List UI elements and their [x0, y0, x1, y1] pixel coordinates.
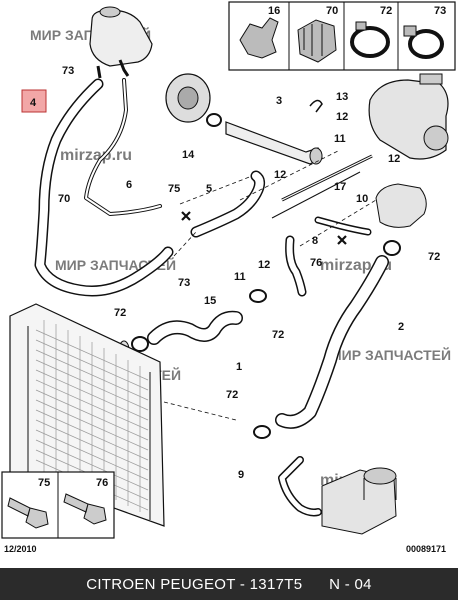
callout-72d: 72	[226, 389, 238, 401]
inset-label-70: 70	[326, 5, 338, 17]
footer-page: N - 04	[329, 575, 372, 593]
callout-12a: 12	[336, 111, 348, 123]
clamp-73-shape	[408, 29, 444, 59]
ref-code: 00089171	[406, 544, 446, 554]
clip-70-shape	[297, 19, 337, 63]
callout-10: 10	[356, 193, 368, 205]
bolt-inset-panel: 75 76	[1, 471, 115, 539]
watermark-brand-4: МИР ЗАПЧАСТЕЙ	[330, 346, 451, 363]
callout-72c: 72	[272, 329, 284, 341]
callout-75: 75	[168, 183, 180, 195]
callout-11b: 11	[234, 271, 246, 283]
callout-76: 76	[310, 257, 322, 269]
clip-16-shape	[239, 17, 279, 59]
pipe-3	[225, 121, 323, 165]
callout-5: 5	[206, 183, 212, 195]
callout-6: 6	[126, 179, 132, 191]
inset-label-72: 72	[380, 5, 392, 17]
callout-17: 17	[334, 181, 346, 193]
clip-inset-panel: 16 70 72 73	[228, 1, 456, 71]
bolt-label-75: 75	[38, 477, 50, 489]
bolt-label-76: 76	[96, 477, 108, 489]
expansion-tank	[89, 6, 153, 79]
callout-12b: 12	[388, 153, 400, 165]
callout-70: 70	[58, 193, 70, 205]
callout-4-highlighted: 4	[30, 97, 37, 109]
callout-73b: 73	[178, 277, 190, 289]
clamp-72-shape	[350, 26, 390, 58]
position-markers	[181, 211, 347, 245]
water-pump-housing	[165, 73, 222, 127]
bolt-75-shape	[7, 497, 49, 529]
highlight-box-4	[21, 89, 47, 113]
bolt-76-shape	[63, 493, 107, 525]
callout-3: 3	[276, 95, 282, 107]
thermostat-housing	[368, 73, 449, 160]
radiator	[9, 303, 165, 527]
callout-9: 9	[238, 469, 244, 481]
callout-12d: 12	[258, 259, 270, 271]
callout-15: 15	[204, 295, 216, 307]
inset-label-73: 73	[434, 5, 446, 17]
callout-12c: 12	[274, 169, 286, 181]
footer-brand: CITROEN PEUGEOT - 1317T5	[86, 575, 303, 593]
callout-11a: 11	[334, 133, 346, 145]
callout-73a: 73	[62, 65, 74, 77]
inset-label-16: 16	[268, 5, 280, 17]
part-10-housing	[375, 183, 427, 256]
callout-72b: 72	[114, 307, 126, 319]
footer-bar: CITROEN PEUGEOT - 1317T5 N - 04	[0, 568, 458, 600]
callout-13: 13	[336, 91, 348, 103]
callout-labels: 73 70 6 75 73 5 3 13 14 12 12 11 12 17 1…	[58, 65, 440, 481]
watermark-site-1: mirzap.ru	[60, 147, 132, 164]
callout-8: 8	[312, 235, 318, 247]
callout-72a: 72	[428, 251, 440, 263]
date-code: 12/2010	[4, 544, 37, 554]
callout-1: 1	[236, 361, 242, 373]
oil-cooler	[321, 467, 397, 535]
callout-2: 2	[398, 321, 404, 333]
callout-14: 14	[182, 149, 195, 161]
parts-diagram: МИР ЗАПЧАСТЕЙ mirzap.ru МИР ЗАПЧАСТЕЙ mi…	[1, 1, 456, 554]
